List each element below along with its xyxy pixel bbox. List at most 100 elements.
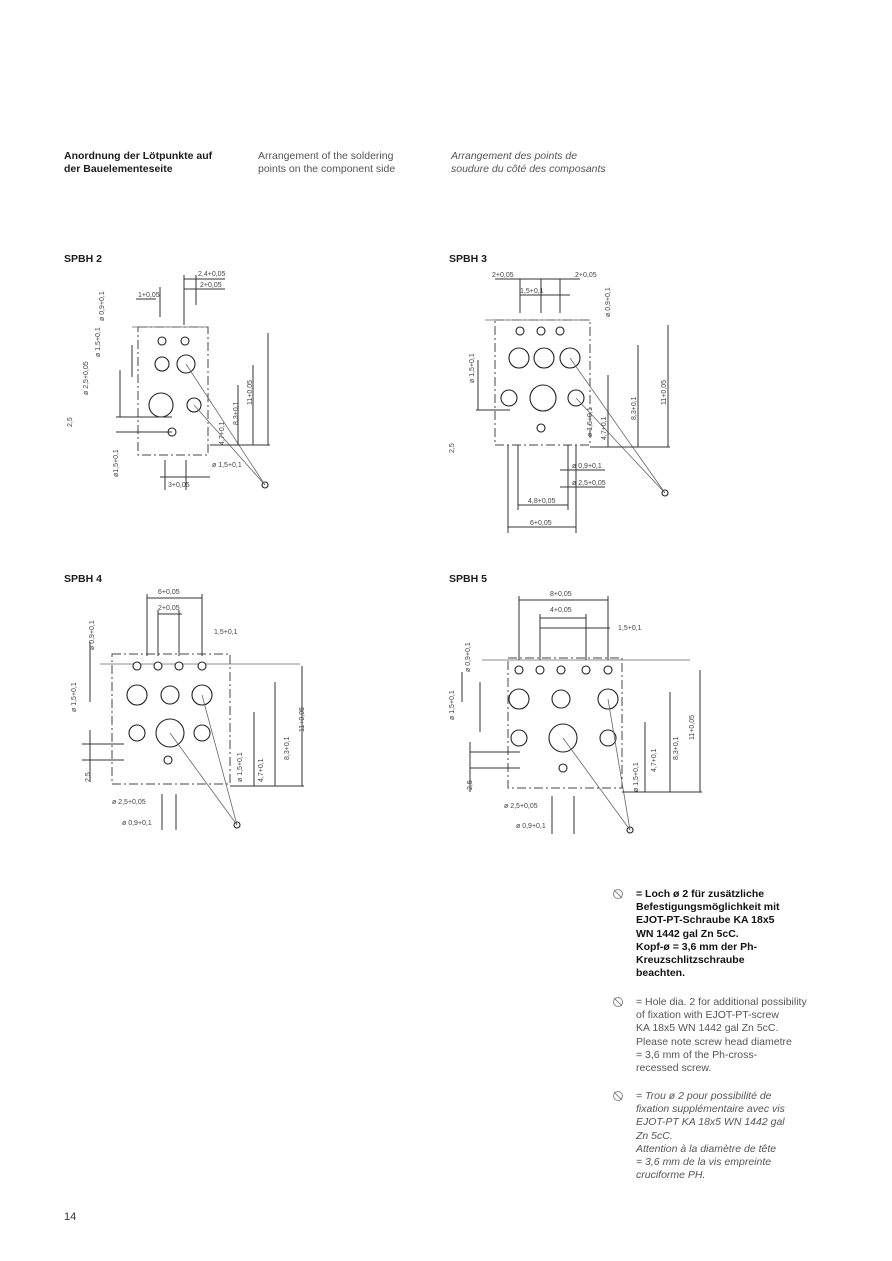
dimension-label: 2+0,05	[492, 272, 514, 279]
dimension-label: 2+0,05	[158, 605, 180, 612]
hole	[148, 392, 174, 418]
outline	[507, 657, 623, 789]
drawing-spbh4: 6+0,05 2+0,05 1,5+0,1 ø 0,9+0,1 ø 1,5+0,…	[71, 589, 306, 830]
dimension-label: ø 1,5+0,1	[71, 682, 78, 712]
dimension-label: ø 2,5+0,05	[112, 799, 146, 806]
dimension-label: 4,7+0,1	[258, 758, 265, 782]
dimension-label: 8,3+0,1	[631, 396, 638, 420]
heading-german: Anordnung der Lötpunkte auf der Baueleme…	[64, 150, 213, 175]
dimension-label: 4,7+0,1	[651, 748, 658, 772]
dimension-label: ø 1,5+0,1	[237, 752, 244, 782]
dimension-label: 1,5+0,1	[520, 288, 544, 295]
hole	[180, 336, 190, 346]
hole	[197, 661, 207, 671]
dimension-label: ø 0,9+0,1	[122, 820, 152, 827]
dimension-label: 2,5	[67, 417, 74, 427]
dimension-label: ø 0,9+0,1	[99, 291, 106, 321]
note-french-text: = Trou ø 2 pour possibilité de fixation …	[636, 1090, 785, 1182]
hole	[174, 661, 184, 671]
dimension-label: 2+0,05	[200, 282, 222, 289]
hole	[533, 347, 555, 369]
dimension-label: 2,5	[467, 780, 474, 790]
dimension-label: ø 2,5+0,05	[572, 480, 606, 487]
hole	[193, 724, 211, 742]
figure-title-spbh4: SPBH 4	[64, 573, 102, 585]
dimension-label: 8,3+0,1	[233, 401, 240, 425]
dimension-label: 11+0,05	[247, 380, 254, 405]
dimension-label: ø 1,5+0,1	[633, 762, 640, 792]
dimension-label: 4,8+0,05	[528, 498, 556, 505]
dimension-label: ø 1,5+0,1	[587, 407, 594, 437]
dimension-label: 8,3+0,1	[284, 736, 291, 760]
fixing-hole-icon	[613, 1091, 623, 1101]
dimension-label: 2,5	[85, 772, 92, 782]
note-english-text: = Hole dia. 2 for additional possibility…	[636, 996, 807, 1075]
hole	[132, 661, 142, 671]
dimension-label: ø 1,5+0,1	[212, 462, 242, 469]
hole	[536, 326, 546, 336]
dimension-label: 6+0,05	[158, 589, 180, 596]
fixing-hole-icon	[613, 889, 623, 899]
note-german-text: = Loch ø 2 für zusätzliche Befestigungsm…	[636, 888, 780, 980]
dimension-label: ø 1,5+0,1	[95, 327, 102, 357]
hole	[514, 665, 524, 675]
dimension-label: 11+0,05	[299, 707, 306, 732]
drawing-spbh2: 2,4+0,05 2+0,05 1+0,05 ø 0,9+0,1 ø 1,5+0…	[67, 271, 270, 490]
dimension-label: ø1,5+0,1	[113, 449, 120, 477]
hole	[157, 336, 167, 346]
dimension-label: ø 1,5+0,1	[449, 690, 456, 720]
hole	[551, 689, 571, 709]
heading-french: Arrangement des points de soudure du côt…	[451, 150, 606, 175]
fixing-hole-icon	[613, 997, 623, 1007]
hole	[163, 755, 173, 765]
hole	[536, 423, 546, 433]
figure-title-spbh2: SPBH 2	[64, 253, 102, 265]
hole	[535, 665, 545, 675]
figure-title-spbh3: SPBH 3	[449, 253, 487, 265]
hole	[128, 724, 146, 742]
dimension-label: ø 0,9+0,1	[89, 620, 96, 650]
hole	[153, 661, 163, 671]
dimension-label: ø 2,5+0,05	[83, 361, 90, 395]
hole	[558, 763, 568, 773]
drawing-spbh5: 8+0,05 4+0,05 1,5+0,1 ø 0,9+0,1 ø 1,5+0,…	[449, 591, 702, 834]
hole	[510, 729, 528, 747]
hole	[555, 326, 565, 336]
dimension-label: 11+0,05	[661, 380, 668, 405]
hole	[508, 347, 530, 369]
dimension-label: 4,7+0,1	[601, 416, 608, 440]
dimension-label: 3+0,05	[168, 482, 190, 489]
page-number: 14	[64, 1211, 77, 1223]
heading-english: Arrangement of the soldering points on t…	[258, 150, 396, 175]
dimension-label: 2,4+0,05	[198, 271, 226, 278]
hole	[160, 685, 180, 705]
figure-title-spbh5: SPBH 5	[449, 573, 487, 585]
dimension-label: ø 2,5+0,05	[504, 803, 538, 810]
outline	[111, 653, 231, 785]
dimension-label: ø 0,9+0,1	[516, 823, 546, 830]
dimension-label: 4+0,05	[550, 607, 572, 614]
dimension-label: 6+0,05	[530, 520, 552, 527]
hole	[556, 665, 566, 675]
hole	[603, 665, 613, 675]
dimension-label: 2,5	[449, 443, 456, 453]
dimension-label: 11+0,05	[689, 715, 696, 740]
hole	[154, 356, 170, 372]
hole	[581, 665, 591, 675]
drawing-spbh3: 2+0,05 2+0,05 1,5+0,1 ø 0,9+0,1 ø 1,5+0,…	[449, 272, 670, 533]
hole	[515, 326, 525, 336]
dimension-label: 1,5+0,1	[214, 629, 238, 636]
hole	[126, 684, 148, 706]
dimension-label: 1+0,05	[138, 292, 160, 299]
dimension-label: 8+0,05	[550, 591, 572, 598]
dimension-label: ø 1,5+0,1	[469, 353, 476, 383]
hole	[500, 389, 518, 407]
dimension-label: ø 0,9+0,1	[572, 463, 602, 470]
hole	[508, 688, 530, 710]
dimension-label: ø 0,9+0,1	[605, 287, 612, 317]
dimension-label: ø 0,9+0,1	[465, 642, 472, 672]
dimension-label: 1,5+0,1	[618, 625, 642, 632]
dimension-label: 2+0,05	[575, 272, 597, 279]
hole	[529, 384, 557, 412]
dimension-label: 4,7+0,1	[219, 421, 226, 445]
